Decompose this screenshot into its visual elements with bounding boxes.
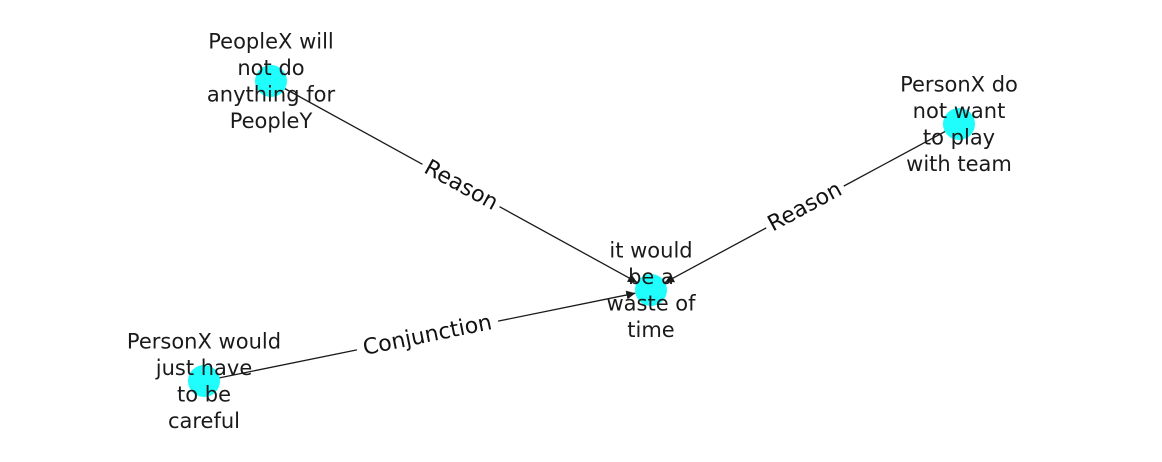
edge-arrow-personx-team-to-center [664, 227, 767, 283]
edge-label-personx-team-to-center: Reason [764, 177, 846, 237]
node-label-line: waste of [606, 291, 696, 315]
edges-layer [203, 80, 960, 382]
node-label-line: not do [237, 56, 304, 80]
nodes-layer [188, 65, 975, 397]
edge-line-personx-team-to-center [843, 123, 960, 187]
node-circle-center[interactable] [635, 274, 667, 306]
node-label-line: to play [923, 125, 995, 149]
edge-arrow-peoplex-to-center [499, 206, 638, 283]
node-circle-personx-careful[interactable] [188, 365, 220, 397]
node-label-line: with team [906, 152, 1012, 176]
edge-line-peoplex-to-center [270, 80, 423, 165]
edge-label-personx-careful-to-center: Conjunction [361, 310, 494, 361]
node-label-line: just have [155, 356, 253, 380]
node-label-line: PeopleY [230, 109, 313, 133]
node-label-line: careful [168, 409, 240, 433]
node-label-line: PeopleX will [208, 29, 334, 53]
node-label-line: PersonX do [900, 72, 1018, 96]
node-label-line: PersonX would [127, 329, 281, 353]
edge-arrow-personx-careful-to-center [497, 290, 636, 322]
node-label-line: not want [913, 99, 1006, 123]
node-label-line: anything for [207, 82, 336, 106]
node-circle-peoplex[interactable] [255, 65, 287, 97]
node-label-line: it would [609, 238, 692, 262]
node-label-line: to be [177, 382, 231, 406]
node-circle-personx-team[interactable] [943, 108, 975, 140]
node-label-line: time [627, 318, 674, 342]
edge-label-peoplex-to-center: Reason [420, 155, 502, 216]
node-label-line: be a [628, 265, 674, 289]
edge-line-personx-careful-to-center [203, 349, 358, 382]
